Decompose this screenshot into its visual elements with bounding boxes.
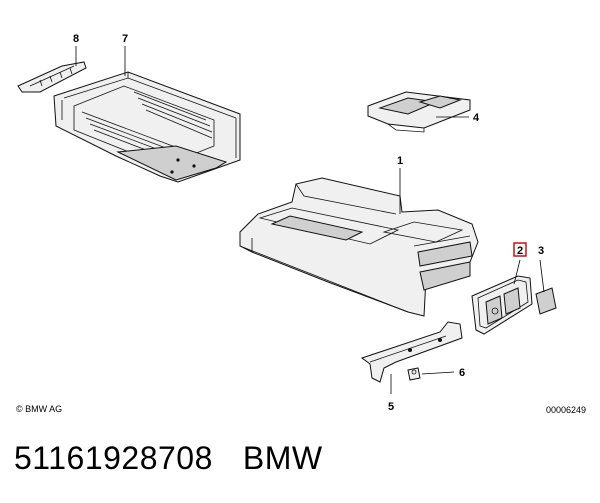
footer-caption: 51161928708 BMW [14,440,323,477]
callout-3: 3 [538,245,544,257]
leader-lines [75,46,545,394]
callout-1: 1 [397,155,403,167]
callout-2: 2 [517,245,523,257]
part-number: 51161928708 [14,440,213,476]
callout-7: 7 [122,33,128,45]
callout-5: 5 [388,401,394,413]
callout-8: 8 [73,33,79,45]
part-5-bracket [360,321,463,383]
callout-4: 4 [473,112,480,124]
part-6-bolt [407,367,421,381]
brand-name: BMW [242,440,323,476]
part-2-trim-panel [471,275,533,335]
part-8-trim-strip [17,61,87,93]
callout-6: 6 [459,367,465,379]
drawing-number: 00006249 [545,405,586,415]
callouts: 8 7 4 1 2 3 6 5 [73,33,544,413]
part-4-switch-panel [367,91,471,133]
part-3-cap [535,287,557,315]
part-1-centre-console [239,177,479,317]
parts-diagram: 8 7 4 1 2 3 6 5 [17,33,557,413]
part-7-vent-frame [53,71,241,183]
copyright-text: © BMW AG [16,404,63,414]
callout-2-highlight-box [513,242,527,257]
